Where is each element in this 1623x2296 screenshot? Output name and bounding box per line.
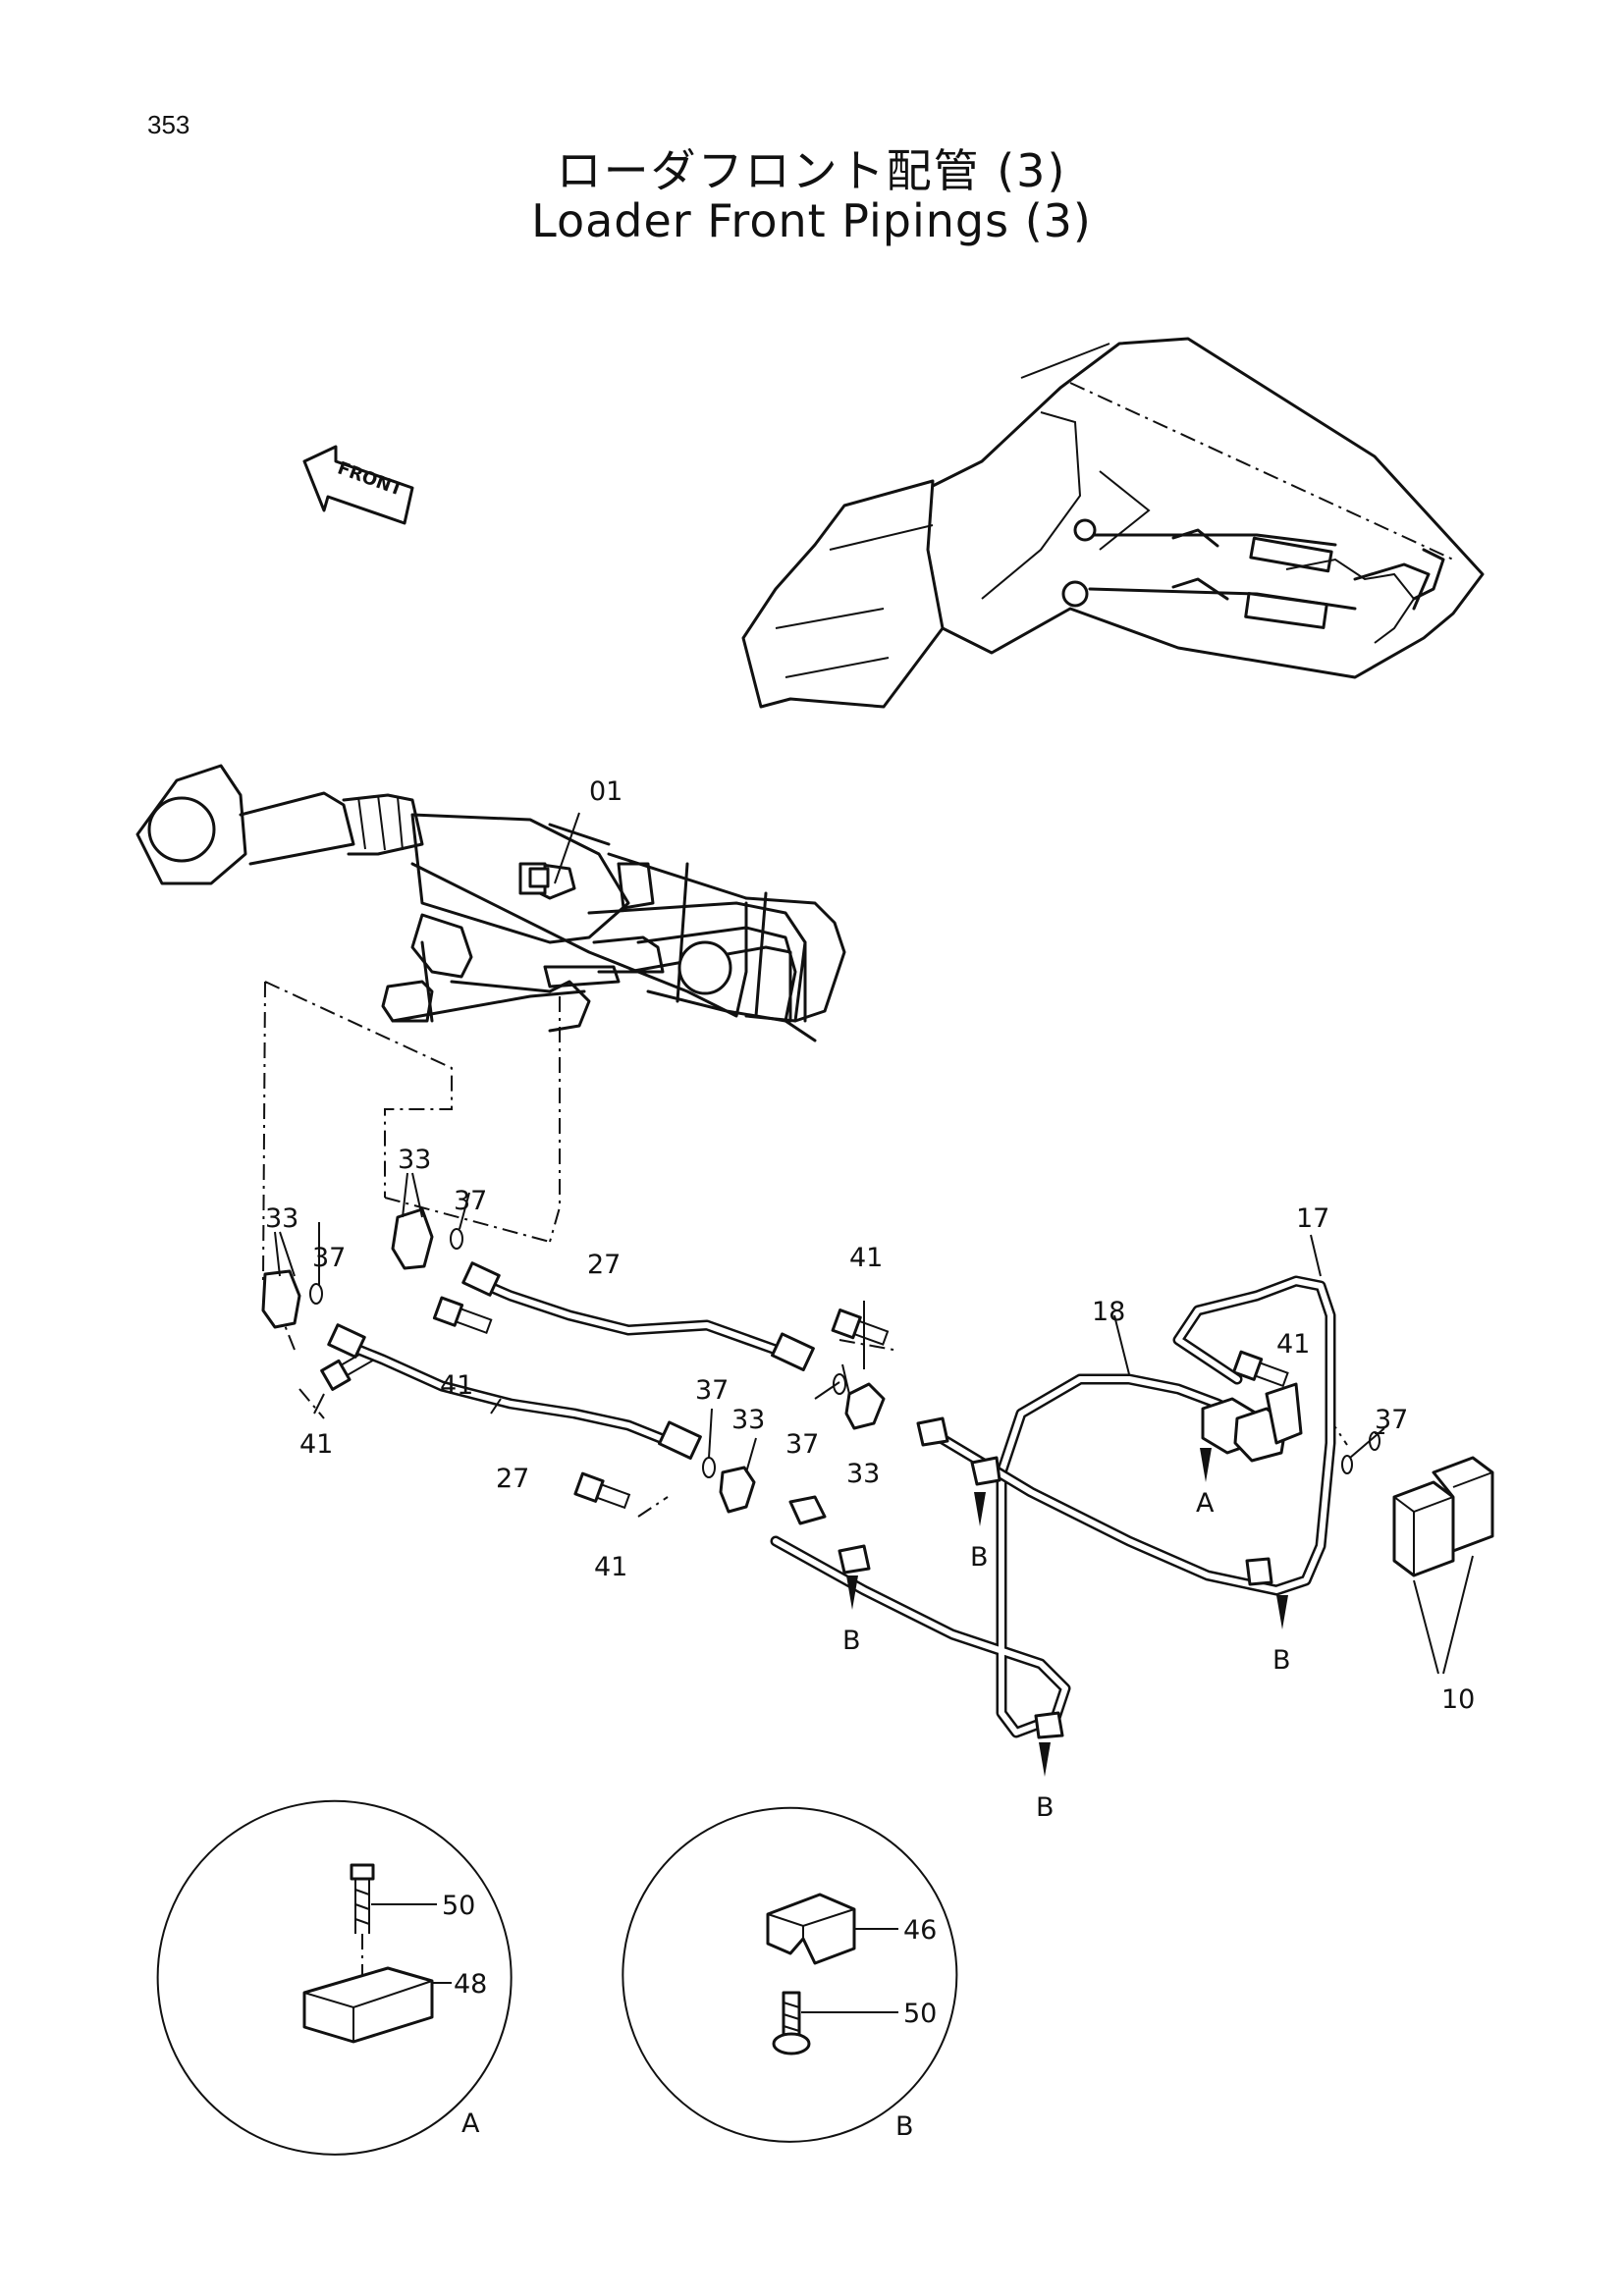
pipe-clamp-icon xyxy=(788,1416,1273,1739)
callout-01: 01 xyxy=(589,776,622,807)
callout-37: 37 xyxy=(1375,1405,1408,1435)
hose-assembly xyxy=(327,1261,815,1460)
callout-37: 37 xyxy=(312,1243,346,1273)
callout-27: 27 xyxy=(587,1250,621,1280)
detail-a-callout-50: 50 xyxy=(442,1891,475,1921)
callout-b: B xyxy=(970,1542,989,1573)
leader-lines xyxy=(274,812,1385,1473)
callout-17: 17 xyxy=(1296,1203,1329,1234)
boom-cylinder-illustration xyxy=(135,764,846,1042)
split-flange-assembly xyxy=(1201,1382,1494,1675)
callout-41: 41 xyxy=(849,1243,883,1273)
detail-b-circle: 46 50 B xyxy=(622,1806,958,2143)
front-arrow-icon: FRONT xyxy=(302,445,414,525)
callout-b: B xyxy=(1272,1645,1291,1676)
callout-41: 41 xyxy=(1276,1329,1310,1360)
callout-10: 10 xyxy=(1441,1684,1475,1715)
page-title-japanese: ローダフロント配管 (3) xyxy=(556,144,1067,197)
callout-41: 41 xyxy=(299,1429,333,1460)
steel-pipe-assembly xyxy=(770,1275,1336,1738)
callout-37: 37 xyxy=(454,1186,487,1216)
loader-overview-illustration xyxy=(741,337,1485,709)
page-number: 353 xyxy=(147,110,190,139)
callout-labels: 01 33 33 33 33 37 37 37 37 37 41 41 41 4… xyxy=(265,776,1475,1823)
detail-a-label: A xyxy=(461,2109,480,2139)
detail-a-circle: 50 48 A xyxy=(156,1799,513,2156)
detail-b-callout-50: 50 xyxy=(903,1999,937,2029)
callout-33: 33 xyxy=(731,1405,765,1435)
callout-33: 33 xyxy=(265,1203,298,1234)
callout-33: 33 xyxy=(398,1145,431,1175)
callout-b: B xyxy=(842,1626,861,1656)
detail-b-label: B xyxy=(895,2111,914,2142)
section-b-marker xyxy=(846,1448,1288,1777)
bolt-icon xyxy=(320,1296,1289,1510)
callout-b: B xyxy=(1036,1792,1055,1823)
callout-18: 18 xyxy=(1092,1297,1125,1327)
detail-b-callout-46: 46 xyxy=(903,1915,937,1946)
page-title-english: Loader Front Pipings (3) xyxy=(531,194,1092,247)
callout-33: 33 xyxy=(846,1459,880,1489)
callout-37: 37 xyxy=(785,1429,819,1460)
flange-half-icon xyxy=(261,1207,886,1514)
detail-a-callout-48: 48 xyxy=(454,1969,487,2000)
callout-41: 41 xyxy=(594,1552,627,1582)
callout-a: A xyxy=(1196,1488,1215,1519)
callout-37: 37 xyxy=(695,1375,729,1406)
callout-41: 41 xyxy=(440,1370,473,1401)
callout-27: 27 xyxy=(496,1464,529,1494)
